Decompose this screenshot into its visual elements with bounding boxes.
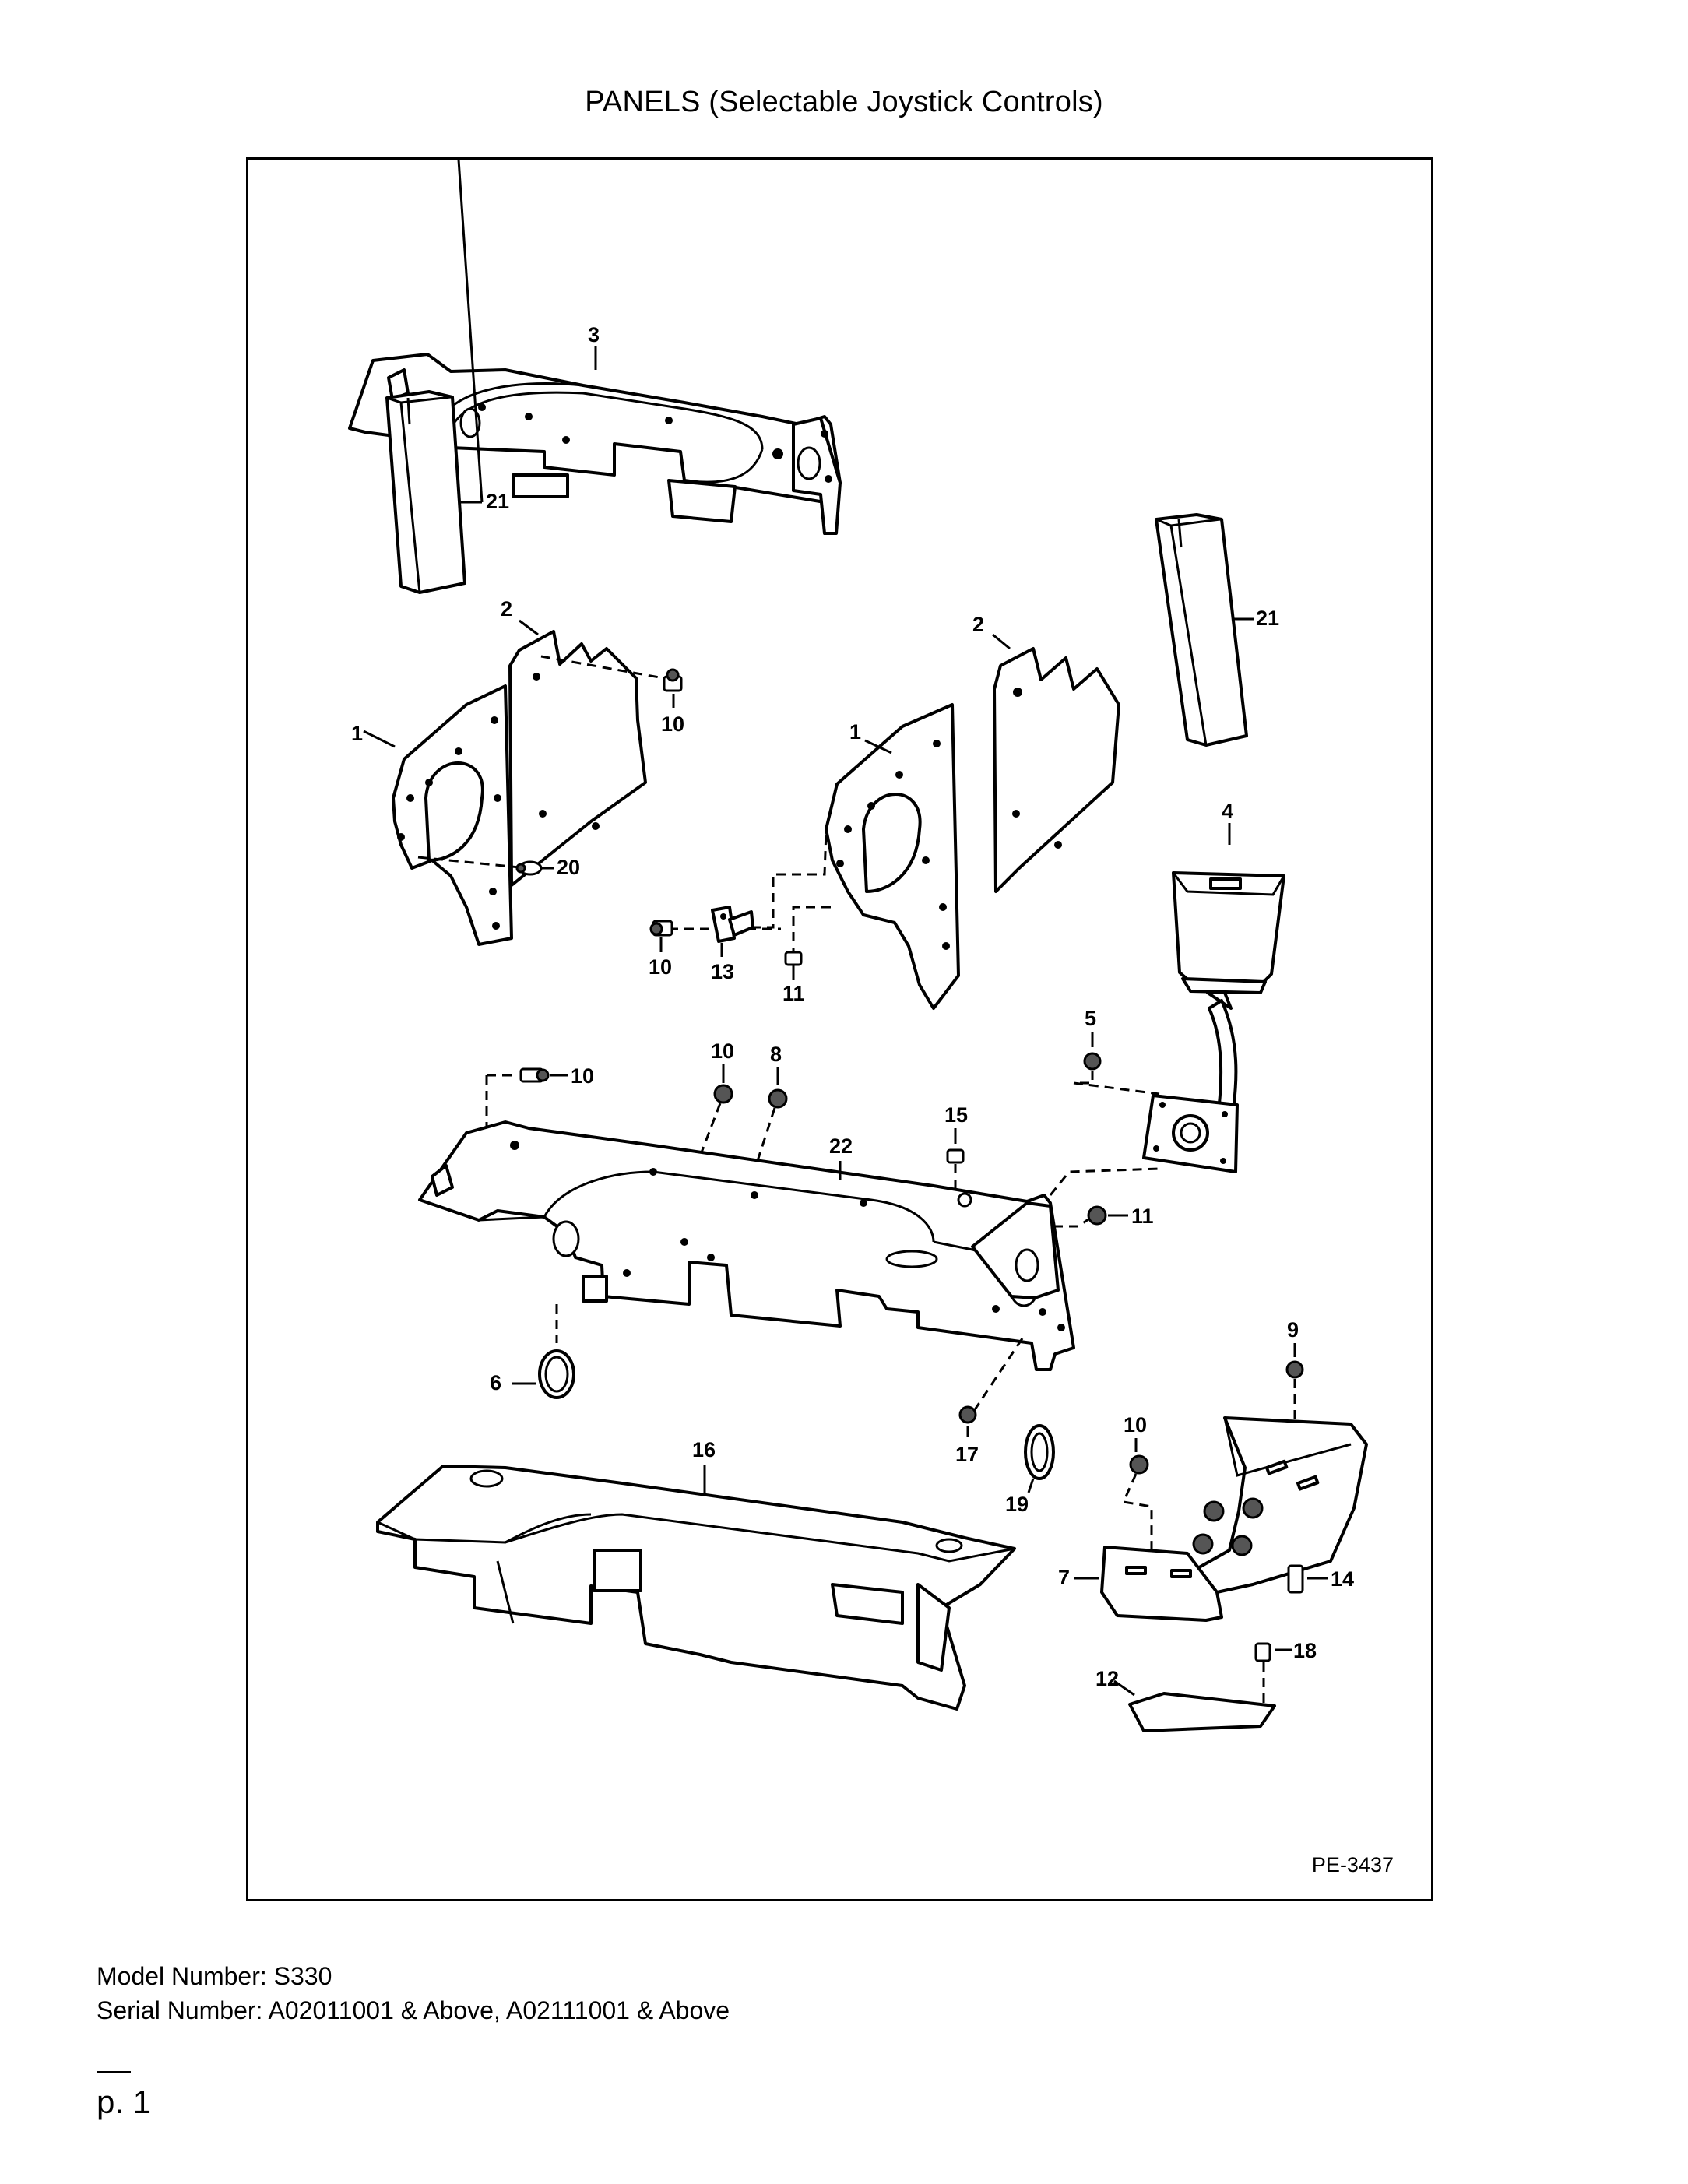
- part-10-bolt-lower-right: 10: [1121, 1413, 1153, 1553]
- callout-10-c: 10: [571, 1064, 594, 1088]
- part-17-nut: 17: [955, 1338, 1024, 1466]
- part-14-bolt: 14: [1287, 1564, 1354, 1594]
- callout-10-d: 10: [711, 1039, 734, 1063]
- callout-14: 14: [1331, 1567, 1354, 1591]
- part-6-grommet: 6: [490, 1304, 575, 1399]
- callout-1-right: 1: [849, 720, 861, 744]
- callout-6: 6: [490, 1371, 501, 1394]
- part-19-oval-grommet: 19: [1005, 1424, 1055, 1516]
- part-20-clip: 20: [417, 856, 580, 879]
- callout-12: 12: [1095, 1667, 1119, 1690]
- diagram-drawing: 3 21 21 2: [348, 160, 1368, 1732]
- callout-10-b: 10: [649, 955, 672, 979]
- callout-17: 17: [955, 1443, 979, 1466]
- part-7-control-bracket: 7: [1058, 1416, 1368, 1622]
- callout-9: 9: [1287, 1318, 1299, 1342]
- part-15-bolt: 15: [944, 1103, 968, 1203]
- part-4-joystick-boot: 4: [1172, 800, 1285, 1127]
- part-2-right-panel: 2: [972, 613, 1120, 893]
- callout-1-left: 1: [351, 722, 363, 745]
- callout-10-a: 10: [661, 712, 684, 736]
- model-number: Model Number: S330: [97, 1962, 332, 1990]
- callout-7: 7: [1058, 1566, 1070, 1589]
- callout-13: 13: [711, 960, 734, 983]
- callout-2-left: 2: [501, 597, 512, 621]
- serial-number: Serial Number: A02011001 & Above, A02111…: [97, 1996, 730, 2024]
- callout-10-e: 10: [1124, 1413, 1147, 1437]
- part-11-nut-console-right: 11: [1053, 1205, 1154, 1228]
- page-title: PANELS (Selectable Joystick Controls): [585, 86, 1103, 118]
- part-21-left-post: 21: [385, 160, 509, 594]
- callout-15: 15: [944, 1103, 968, 1127]
- callout-8: 8: [770, 1043, 782, 1066]
- part-12-cover-plate: 12: [1095, 1667, 1276, 1732]
- exploded-parts-diagram: 3 21 21 2: [246, 157, 1433, 1901]
- callout-11-a: 11: [782, 982, 805, 1005]
- part-21-right-post: 21: [1155, 513, 1279, 747]
- callout-20: 20: [557, 856, 580, 879]
- callout-5: 5: [1085, 1007, 1096, 1030]
- part-18-screw: 18: [1254, 1639, 1317, 1711]
- part-22-console-panel: 22: [418, 1120, 1160, 1371]
- callout-21-left: 21: [486, 490, 509, 513]
- part-10-bolt-upper: 10: [540, 655, 684, 736]
- part-10-and-8-fasteners: 10 8: [694, 1039, 788, 1171]
- callout-18: 18: [1293, 1639, 1317, 1662]
- callout-19: 19: [1005, 1493, 1029, 1516]
- part-1-right-side-panel: 1: [825, 703, 960, 1010]
- part-16-lower-cover: 16: [376, 1438, 1016, 1711]
- part-2-left-panel: 2: [501, 597, 647, 887]
- callout-2-right: 2: [972, 613, 984, 636]
- callout-22: 22: [829, 1134, 853, 1158]
- callout-16: 16: [692, 1438, 716, 1461]
- page-number: p. 1: [97, 2084, 152, 2120]
- footer-rule: [97, 2071, 131, 2073]
- part-13-bracket: 10 13 11: [649, 830, 832, 1005]
- drawing-code: PE-3437: [1311, 1853, 1394, 1876]
- callout-21-right: 21: [1256, 607, 1279, 630]
- joystick-mount-plate: [1142, 1094, 1239, 1173]
- callout-3: 3: [588, 323, 600, 346]
- callout-11-b: 11: [1131, 1205, 1154, 1228]
- callout-4: 4: [1222, 800, 1233, 823]
- part-5-nut: 5: [1073, 1007, 1160, 1096]
- part-1-left-side-panel: 1: [351, 684, 513, 946]
